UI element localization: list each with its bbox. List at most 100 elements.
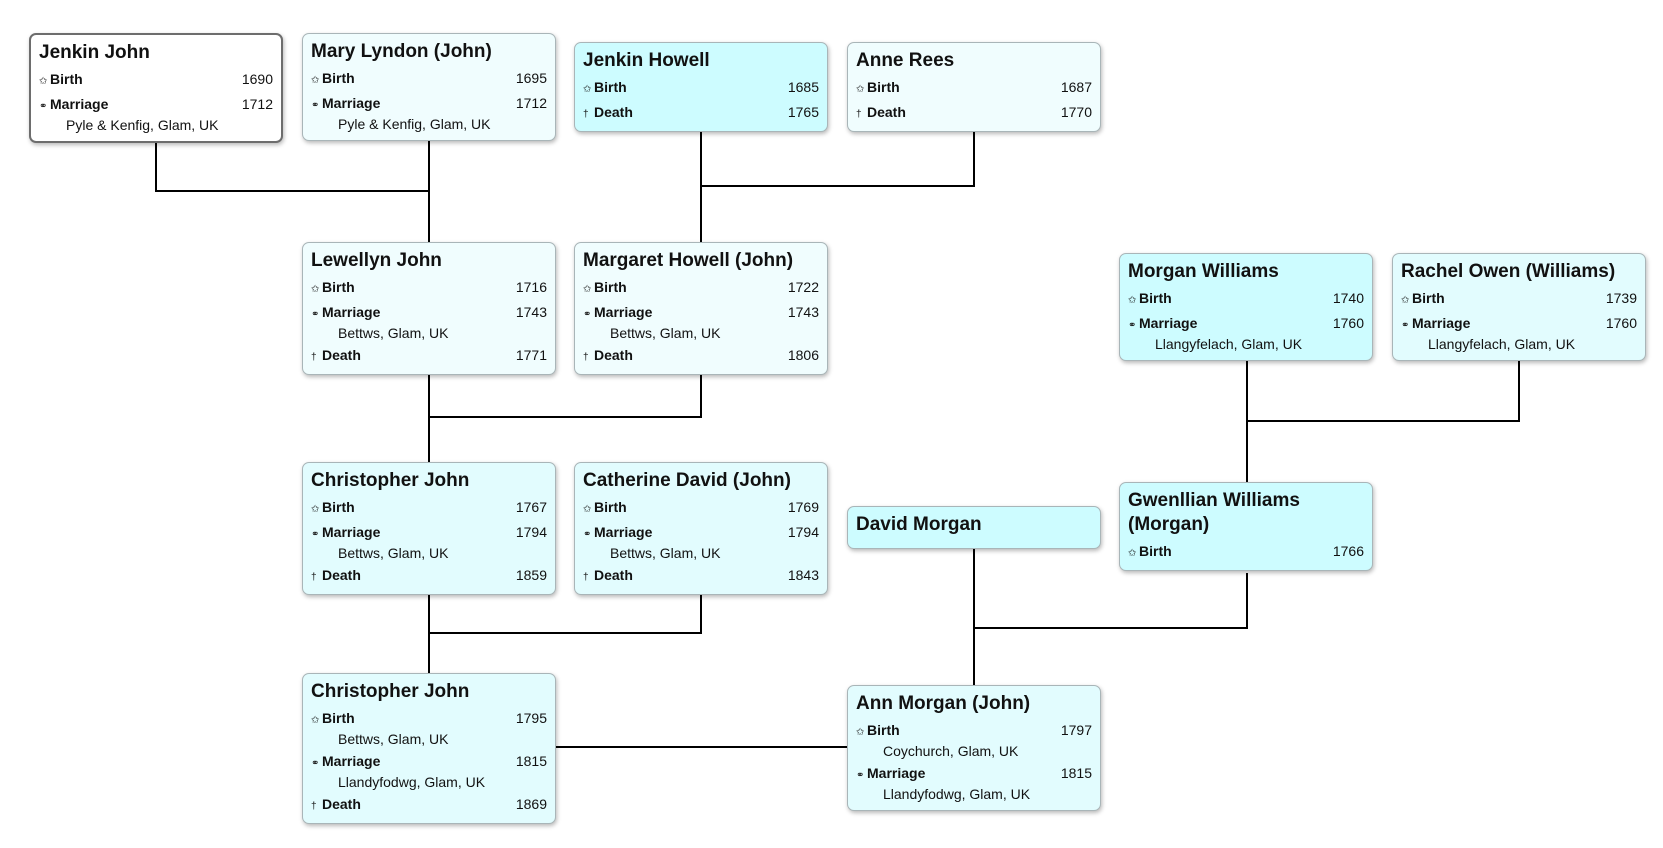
person-card-david-morgan[interactable]: David Morgan [847,506,1101,549]
event-label-group: ✩Birth [1401,290,1445,309]
event-label: Birth [594,79,627,95]
event-year: 1690 [241,71,273,87]
event-death: †Death 1765 [583,104,819,123]
event-birth: ✩Birth 1766 [1128,543,1364,562]
cross-icon: † [583,572,589,583]
event-label-group: ⚭Marriage [39,96,108,115]
card-bottom-spacer [311,815,547,823]
card-bottom-spacer [583,123,819,131]
event-year: 1687 [1060,79,1092,95]
event-label: Marriage [50,96,109,112]
event-label: Death [322,796,361,812]
event-year: 1769 [787,499,819,515]
connector-rachel-owen [1247,361,1520,422]
event-label-group: ✩Birth [39,71,83,90]
event-label: Birth [1139,543,1172,559]
event-year: 1766 [1332,543,1364,559]
event-label-group: ✩Birth [856,79,900,98]
event-label-group: ✩Birth [1128,543,1172,562]
event-place: Llangyfelach, Glam, UK [1155,336,1303,352]
star-icon: ✩ [311,504,320,515]
event-year: 1771 [515,347,547,363]
event-label-group: ✩Birth [583,499,627,518]
event-label: Death [594,567,633,583]
connector-jenkin-john [155,140,429,192]
cross-icon: † [856,109,862,120]
event-marriage: ⚭Marriage 1712 [311,95,547,114]
event-place: Llandyfodwg, Glam, UK [338,774,486,790]
event-label-group: †Death [583,104,633,123]
cross-icon: † [311,801,317,812]
person-name: Anne Rees [856,50,955,71]
event-year: 1743 [787,304,819,320]
star-icon: ✩ [583,284,592,295]
rings-icon: ⚭ [1401,320,1410,331]
star-icon: ✩ [856,84,865,95]
event-label: Birth [1139,290,1172,306]
event-label-group: ⚭Marriage [583,304,652,323]
event-year: 1765 [787,104,819,120]
event-label-group: ✩Birth [1128,290,1172,309]
person-name: Lewellyn John [311,250,442,271]
event-label-group: ⚭Marriage [1128,315,1197,334]
event-year: 1760 [1332,315,1364,331]
event-place: Bettws, Glam, UK [338,545,449,561]
event-label-group: ⚭Marriage [311,753,380,772]
event-label-group: ⚭Marriage [1401,315,1470,334]
card-bottom-spacer [856,123,1092,131]
event-birth: ✩Birth 1769 [583,499,819,518]
card-bottom-spacer [311,132,547,140]
event-year: 1712 [515,95,547,111]
event-label: Marriage [322,304,381,320]
event-label-group: ✩Birth [856,722,900,741]
event-marriage: ⚭Marriage 1760 [1128,315,1364,334]
card-bottom-spacer [1128,352,1364,360]
event-label: Marriage [867,765,926,781]
event-label: Birth [594,499,627,515]
event-label-group: ✩Birth [583,79,627,98]
rings-icon: ⚭ [311,758,320,769]
event-birth: ✩Birth 1690 [39,71,273,90]
star-icon: ✩ [583,504,592,515]
event-place: Coychurch, Glam, UK [883,743,1019,759]
event-label: Birth [867,79,900,95]
event-year: 1722 [787,279,819,295]
rings-icon: ⚭ [583,309,592,320]
rings-icon: ⚭ [583,529,592,540]
event-year: 1794 [787,524,819,540]
person-name: Catherine David (John) [583,470,791,491]
event-label: Death [322,347,361,363]
connector-catherine-david [429,592,702,634]
event-label-group: †Death [856,104,906,123]
card-bottom-spacer [1128,562,1364,570]
event-label: Marriage [322,95,381,111]
event-label: Birth [322,710,355,726]
event-label-group: ⚭Marriage [311,95,380,114]
event-label: Birth [867,722,900,738]
star-icon: ✩ [856,727,865,738]
event-label: Death [322,567,361,583]
rings-icon: ⚭ [311,529,320,540]
event-label-group: ✩Birth [311,70,355,89]
